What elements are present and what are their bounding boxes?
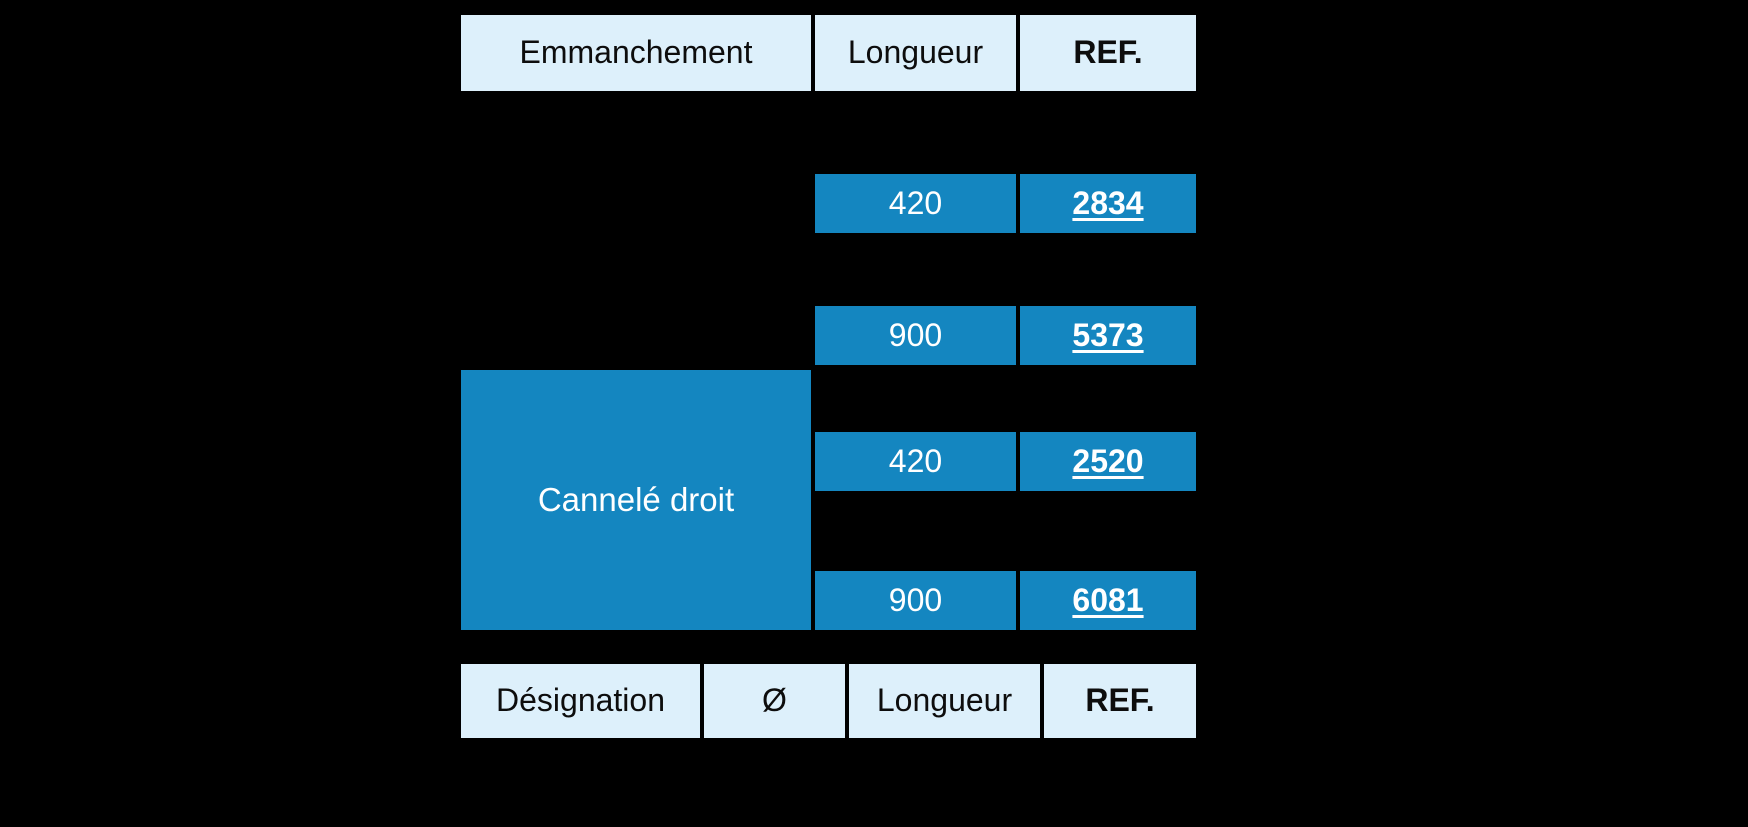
bottom-header-label-longueur: Longueur (876, 682, 1013, 719)
table-row-4-longueur-value: 900 (888, 581, 943, 618)
table-row-2-ref[interactable]: 5373 (1018, 304, 1198, 367)
diameter-symbol-icon: Ø (762, 682, 787, 719)
table-row-2-longueur-value: 900 (888, 316, 943, 353)
designation-cell-cannele-droit[interactable]: Cannelé droit (459, 368, 813, 632)
table-row-3-longueur-value: 420 (888, 442, 943, 479)
table-spacer-row-3 (813, 493, 1198, 570)
top-header-label-emmanchement: Emmanchement (519, 34, 753, 71)
table-row-2-ref-value: 5373 (1072, 316, 1144, 353)
table-row-3-ref[interactable]: 2520 (1018, 430, 1198, 493)
table-row-4-longueur[interactable]: 900 (813, 569, 1018, 632)
table-row-1-ref[interactable]: 2834 (1018, 172, 1198, 235)
bottom-header-label-designation: Désignation (496, 682, 665, 719)
table-row-1-longueur-value: 420 (888, 184, 943, 221)
top-header-label-ref: REF. (1073, 34, 1143, 71)
top-header-cell-emmanchement: Emmanchement (459, 13, 813, 93)
table-row-1-ref-value: 2834 (1072, 184, 1144, 221)
table-row-4-ref-value: 6081 (1072, 581, 1144, 618)
table-row-3-ref-value: 2520 (1072, 442, 1144, 479)
table-row-4-ref[interactable]: 6081 (1018, 569, 1198, 632)
bottom-header-cell-designation: Désignation (459, 662, 702, 740)
table-spacer-row-1 (813, 235, 1198, 301)
bottom-header-cell-diameter: Ø (702, 662, 847, 740)
top-header-label-longueur: Longueur (847, 34, 984, 71)
bottom-header-cell-longueur: Longueur (847, 662, 1042, 740)
bottom-header-cell-ref: REF. (1042, 662, 1198, 740)
top-header-cell-longueur: Longueur (813, 13, 1018, 93)
table-spacer-row-2 (813, 367, 1198, 427)
designation-label: Cannelé droit (537, 480, 735, 518)
table-row-2-longueur[interactable]: 900 (813, 304, 1018, 367)
top-header-cell-ref: REF. (1018, 13, 1198, 93)
table-row-1-longueur[interactable]: 420 (813, 172, 1018, 235)
table-row-3-longueur[interactable]: 420 (813, 430, 1018, 493)
bottom-header-label-ref: REF. (1085, 682, 1155, 719)
